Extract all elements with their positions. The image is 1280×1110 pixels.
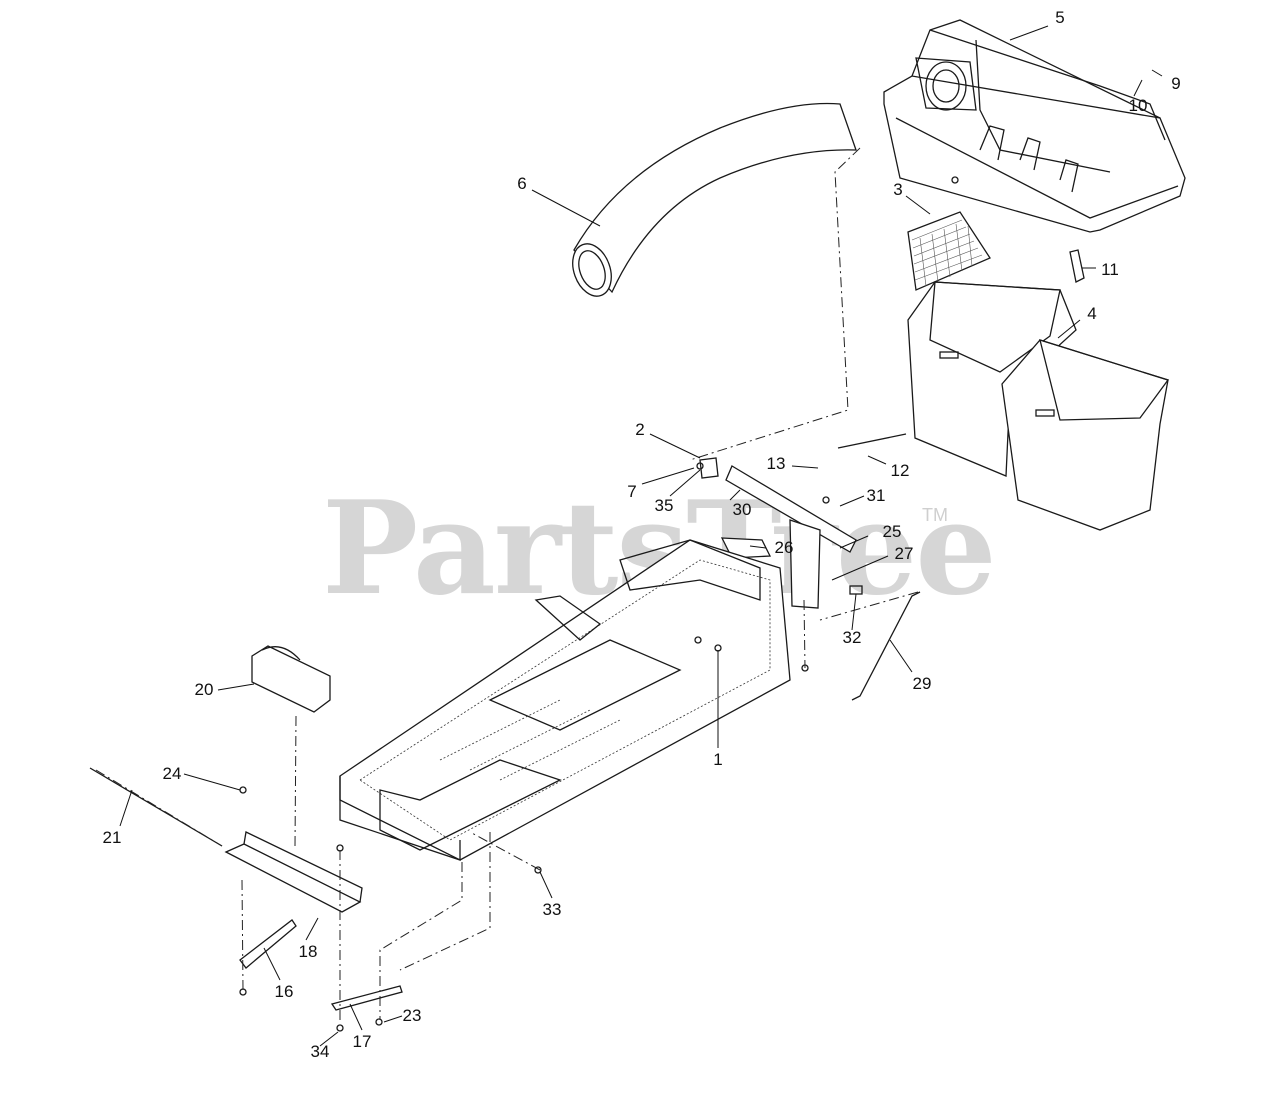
callout-3[interactable]: 3 <box>893 180 903 199</box>
alignment-lines <box>95 147 919 1024</box>
hardware-32[interactable] <box>849 585 863 595</box>
hardware-31[interactable] <box>822 496 830 504</box>
callout-6[interactable]: 6 <box>517 174 527 193</box>
part-bagger-bins[interactable] <box>907 281 1170 531</box>
hardware-35[interactable] <box>696 462 704 470</box>
callout-7[interactable]: 7 <box>627 482 637 501</box>
callout-23[interactable]: 23 <box>402 1006 422 1025</box>
callout-34[interactable]: 34 <box>310 1042 330 1061</box>
callout-33[interactable]: 33 <box>542 900 562 919</box>
callout-4[interactable]: 4 <box>1087 304 1097 323</box>
callout-29[interactable]: 29 <box>912 674 932 693</box>
part-weight[interactable] <box>251 645 331 713</box>
callout-18[interactable]: 18 <box>298 942 318 961</box>
callout-32[interactable]: 32 <box>842 628 862 647</box>
callout-27[interactable]: 27 <box>894 544 914 563</box>
trademark-mark: TM <box>922 505 948 525</box>
part-latch[interactable] <box>1069 249 1085 283</box>
hardware-24[interactable] <box>239 786 247 794</box>
hardware-34[interactable] <box>336 1024 344 1032</box>
part-hood-cover[interactable] <box>883 19 1186 233</box>
callout-35[interactable]: 35 <box>654 496 674 515</box>
callout-2[interactable]: 2 <box>635 420 645 439</box>
callout-20[interactable]: 20 <box>194 680 214 699</box>
callout-21[interactable]: 21 <box>102 828 122 847</box>
callout-13[interactable]: 13 <box>766 454 786 473</box>
part-rod[interactable] <box>837 433 907 449</box>
callout-16[interactable]: 16 <box>274 982 294 1001</box>
callout-25[interactable]: 25 <box>882 522 902 541</box>
callout-leader-lines <box>119 25 1163 1047</box>
callout-17[interactable]: 17 <box>352 1032 372 1051</box>
callout-5[interactable]: 5 <box>1055 8 1065 27</box>
callout-9[interactable]: 9 <box>1171 74 1181 93</box>
hardware-33[interactable] <box>534 866 542 874</box>
callout-11[interactable]: 11 <box>1101 260 1119 279</box>
part-bar-17[interactable] <box>330 985 403 1011</box>
hardware-hood-bolt[interactable] <box>951 176 959 184</box>
callout-12[interactable]: 12 <box>890 461 910 480</box>
part-mount-bracket[interactable] <box>699 457 857 609</box>
callout-24[interactable]: 24 <box>162 764 182 783</box>
part-support-rod[interactable] <box>851 591 921 701</box>
hardware-23[interactable] <box>375 1018 383 1026</box>
callout-1[interactable]: 1 <box>713 750 723 769</box>
part-discharge-tube[interactable] <box>566 102 857 302</box>
callout-31[interactable]: 31 <box>866 486 886 505</box>
callout-10[interactable]: 10 <box>1128 96 1148 115</box>
callout-30[interactable]: 30 <box>732 500 752 519</box>
part-frame-chassis[interactable] <box>339 539 791 862</box>
part-weight-bracket-flange <box>243 831 363 903</box>
part-screen[interactable] <box>907 211 991 291</box>
callout-26[interactable]: 26 <box>774 538 794 557</box>
part-bar-16[interactable] <box>239 919 297 969</box>
